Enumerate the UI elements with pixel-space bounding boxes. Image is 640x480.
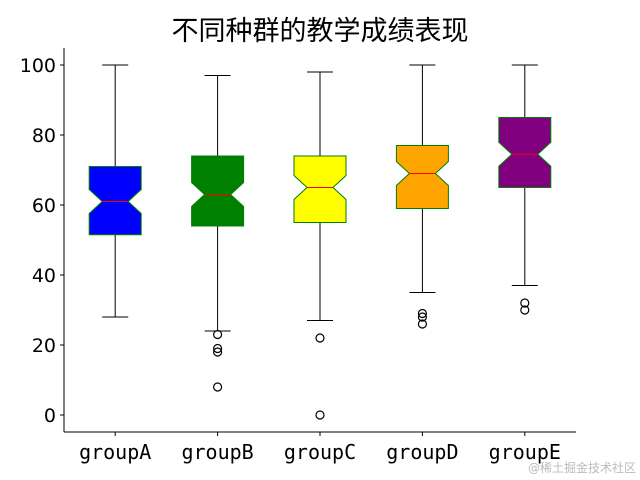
outlier-marker bbox=[315, 410, 325, 420]
x-tick-label-groupA: groupA bbox=[79, 440, 151, 464]
outlier-marker bbox=[315, 333, 325, 343]
outlier-marker bbox=[520, 298, 530, 308]
outlier-marker bbox=[417, 319, 427, 329]
notched-box bbox=[498, 117, 552, 188]
notched-box bbox=[191, 155, 245, 227]
y-tick-label: 100 bbox=[20, 55, 56, 77]
outlier-marker bbox=[213, 382, 223, 392]
notched-box bbox=[293, 155, 347, 223]
x-axis-ticks: groupA groupB groupC groupD groupE bbox=[79, 432, 561, 464]
outlier-marker bbox=[213, 343, 223, 354]
box-groupA bbox=[88, 64, 142, 318]
chart-title: 不同种群的教学成绩表现 bbox=[172, 16, 469, 47]
y-axis-ticks: 0 20 40 60 80 100 bbox=[20, 55, 64, 427]
box-groupB bbox=[191, 75, 245, 392]
x-tick-label-groupC: groupC bbox=[284, 440, 356, 464]
x-tick-label-groupD: groupD bbox=[386, 440, 458, 464]
x-tick-label-groupE: groupE bbox=[489, 440, 561, 464]
outlier-marker bbox=[417, 308, 427, 319]
y-tick-label: 0 bbox=[44, 405, 56, 427]
outlier-marker bbox=[213, 329, 223, 340]
outlier-marker bbox=[520, 305, 530, 315]
box-groupC bbox=[293, 71, 347, 420]
box-groupD bbox=[395, 64, 449, 329]
plot-area bbox=[88, 64, 552, 420]
notched-box bbox=[395, 145, 449, 209]
y-tick-label: 20 bbox=[32, 335, 56, 357]
outlier-marker bbox=[417, 312, 427, 322]
y-tick-label: 80 bbox=[32, 125, 56, 147]
y-tick-label: 40 bbox=[32, 265, 56, 287]
box-groupE bbox=[498, 64, 552, 315]
watermark: @稀土掘金技术社区 bbox=[528, 460, 636, 475]
y-tick-label: 60 bbox=[32, 195, 56, 217]
x-tick-label-groupB: groupB bbox=[181, 440, 253, 464]
notched-box bbox=[88, 166, 142, 236]
outlier-marker bbox=[213, 347, 223, 357]
